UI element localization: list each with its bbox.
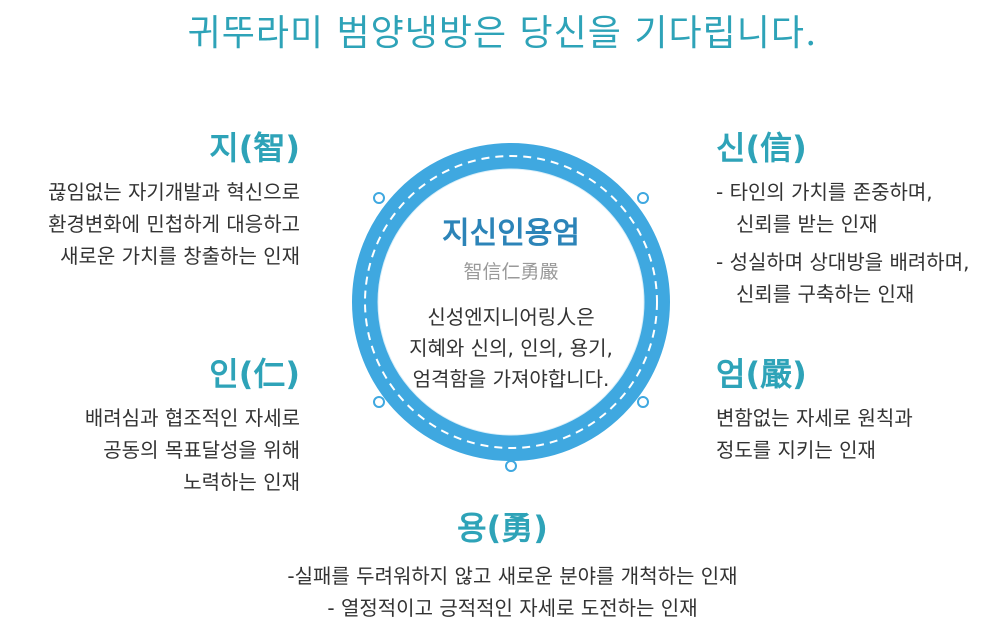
center-title: 지신인용엄 <box>442 216 580 251</box>
virtue-desc-line: 공동의 목표달성을 위해 <box>103 438 300 462</box>
virtue-title-eom: 엄(嚴) <box>716 355 807 393</box>
virtue-desc-line: 배려심과 협조적인 자세로 <box>84 406 300 430</box>
virtue-desc-sin: - 타인의 가치를 존중하며, 신뢰를 받는 인재 - 성실하며 상대방을 배려… <box>716 176 1001 310</box>
center-body-line: 엄격함을 가져야합니다. <box>412 367 610 391</box>
ring-dot-yong <box>505 460 517 472</box>
virtue-desc-line: 변함없는 자세로 원칙과 <box>716 406 913 430</box>
virtue-desc-yong: -실패를 두려워하지 않고 새로운 분야를 개척하는 인재 - 열정적이고 긍적… <box>0 560 1005 624</box>
virtue-desc-ji: 끊임없는 자기개발과 혁신으로 환경변화에 민첩하게 대응하고 새로운 가치를 … <box>0 176 300 272</box>
virtue-desc-line: 환경변화에 민첩하게 대응하고 <box>48 212 300 236</box>
center-body-line: 지혜와 신의, 인의, 용기, <box>409 336 613 360</box>
virtue-title-in: 인(仁) <box>209 355 300 393</box>
virtue-desc-line: 끊임없는 자기개발과 혁신으로 <box>48 180 300 204</box>
virtue-desc-line: 새로운 가치를 창출하는 인재 <box>60 244 300 268</box>
ring-dots <box>373 192 649 472</box>
ring-dashed-track <box>364 155 658 449</box>
virtue-desc-line: - 열정적이고 긍적적인 자세로 도전하는 인재 <box>327 596 698 620</box>
ring-dot-ji <box>373 192 385 204</box>
headline: 귀뚜라미 범양냉방은 당신을 기다립니다. <box>187 13 818 54</box>
ring-dot-eom <box>637 396 649 408</box>
virtue-desc-eom: 변함없는 자세로 원칙과 정도를 지키는 인재 <box>716 402 1001 466</box>
virtue-title-yong: 용(勇) <box>457 509 548 547</box>
virtue-desc-line: 신뢰를 받는 인재 <box>736 212 878 236</box>
virtue-title-sin: 신(信) <box>716 129 807 167</box>
virtue-desc-line: 노력하는 인재 <box>183 470 300 494</box>
ring-inner-border <box>377 168 645 436</box>
virtue-desc-line: -실패를 두려워하지 않고 새로운 분야를 개척하는 인재 <box>287 564 738 588</box>
ring-dot-in <box>373 396 385 408</box>
virtue-desc-in: 배려심과 협조적인 자세로 공동의 목표달성을 위해 노력하는 인재 <box>0 402 300 498</box>
ring-dot-sin <box>637 192 649 204</box>
center-body: 신성엔지니어링人은 지혜와 신의, 인의, 용기, 엄격함을 가져야합니다. <box>361 302 661 395</box>
center-body-line: 신성엔지니어링人은 <box>427 305 595 329</box>
virtue-desc-line: - 타인의 가치를 존중하며, <box>716 180 933 204</box>
virtue-desc-line: 정도를 지키는 인재 <box>716 438 876 462</box>
center-hanja: 智信仁勇嚴 <box>463 261 559 283</box>
virtue-desc-line: 신뢰를 구축하는 인재 <box>736 282 915 306</box>
virtue-desc-line: - 성실하며 상대방을 배려하며, <box>716 250 970 274</box>
virtue-title-ji: 지(智) <box>209 129 300 167</box>
